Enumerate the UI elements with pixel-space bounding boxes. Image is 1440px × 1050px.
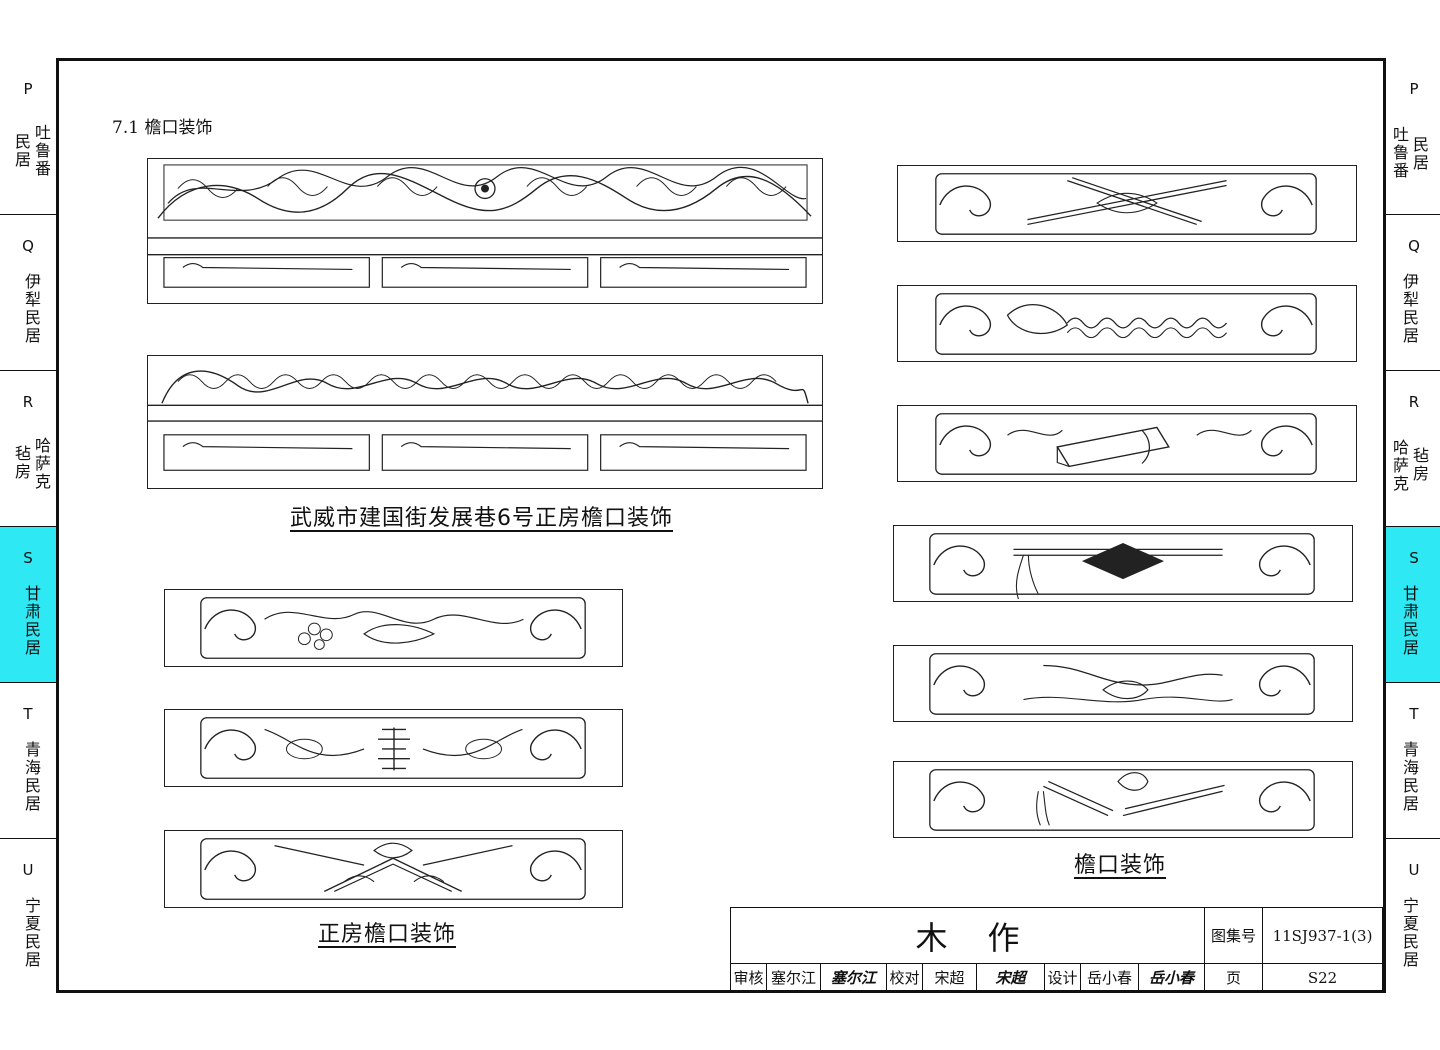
carved-board-5 [897,285,1357,362]
tab-q[interactable]: Q 伊犁民居 [0,214,56,370]
caption-main-house-eave: 正房檐口装饰 [318,922,457,947]
checker-name: 宋超 [923,964,977,992]
carved-board-8 [893,645,1353,722]
carved-frieze-drawing [148,164,822,288]
tab-label: 吐鲁番 [32,124,51,178]
drawing-title: 木作 [731,908,1205,964]
tab-label: 哈萨克 [32,437,51,491]
eave-elevation-2 [147,355,823,489]
tab-p[interactable]: P 民居 吐鲁番 [0,58,56,214]
tab-label: 毡房 [1410,447,1429,483]
carved-board-6 [897,405,1357,482]
check-label: 校对 [887,964,923,992]
tab-label: 宁夏民居 [1400,897,1419,969]
caption-eave-decoration: 檐口装饰 [1074,853,1167,878]
carved-frieze-drawing [148,370,822,471]
tab-code: T [23,705,33,723]
atlas-label: 图集号 [1205,908,1263,964]
carved-board-drawing [929,533,1315,600]
page-label: 页 [1205,964,1263,992]
tab-u[interactable]: U 宁夏民居 [0,838,56,994]
tab-q[interactable]: Q 伊犁民居 [1386,214,1440,370]
tab-s[interactable]: S 甘肃民居 [1386,526,1440,682]
carved-board-2 [164,709,623,787]
carved-board-3 [164,830,623,908]
tab-t[interactable]: T 青海民居 [1386,682,1440,838]
tab-label: 民居 [12,133,31,169]
carved-board-drawing [935,413,1317,475]
tab-p[interactable]: P 民居 吐鲁番 [1386,58,1440,214]
carved-board-drawing [200,838,586,900]
carved-board-1 [164,589,623,667]
carved-board-7 [893,525,1353,602]
tab-code: P [23,80,33,98]
tab-code: Q [22,237,34,255]
tab-code: R [22,393,34,411]
carved-board-drawing [935,293,1317,355]
tab-label: 伊犁民居 [22,273,41,345]
tab-label: 青海民居 [22,741,41,813]
tab-r[interactable]: R 毡房 哈萨克 [0,370,56,526]
page-number: S22 [1263,964,1383,992]
tab-label: 毡房 [12,445,31,481]
tab-label: 青海民居 [1400,741,1419,813]
checker-signature: 宋超 [977,964,1045,992]
carved-board-9 [893,761,1353,838]
carved-board-drawing [929,653,1315,715]
carved-board-drawing [200,597,586,659]
carved-board-4 [897,165,1357,242]
drawing-frame [56,58,1386,993]
design-label: 设计 [1045,964,1081,992]
tab-s[interactable]: S 甘肃民居 [0,526,56,682]
section-title: 7.1 檐口装饰 [112,118,213,138]
tab-label: 哈萨克 [1390,439,1409,493]
tab-code: Q [1408,237,1420,255]
review-label: 审核 [731,964,767,992]
tab-code: U [1408,861,1420,879]
carved-board-drawing [929,769,1315,831]
tab-code: S [1409,549,1419,567]
tab-code: U [22,861,34,879]
atlas-number: 11SJ937-1(3) [1263,908,1383,964]
tab-t[interactable]: T 青海民居 [0,682,56,838]
tab-label: 宁夏民居 [22,897,41,969]
tab-label: 甘肃民居 [1400,585,1419,657]
right-category-tabs: P 民居 吐鲁番 Q 伊犁民居 R 毡房 哈萨克 S 甘肃民居 T 青海民居 U… [1386,58,1440,993]
tab-code: R [1408,393,1420,411]
tab-u[interactable]: U 宁夏民居 [1386,838,1440,994]
tab-code: T [1409,705,1419,723]
carved-board-drawing [200,717,586,779]
designer-name: 岳小春 [1081,964,1139,992]
tab-r[interactable]: R 毡房 哈萨克 [1386,370,1440,526]
left-category-tabs: P 民居 吐鲁番 Q 伊犁民居 R 毡房 哈萨克 S 甘肃民居 T 青海民居 U… [0,58,56,993]
tab-label: 伊犁民居 [1400,273,1419,345]
caption-wuwei-eave: 武威市建国街发展巷6号正房檐口装饰 [290,506,673,531]
tab-label: 吐鲁番 [1390,126,1409,180]
designer-signature: 岳小春 [1139,964,1205,992]
reviewer-signature: 塞尔江 [821,964,887,992]
eave-elevation-1 [147,158,823,304]
tab-label: 甘肃民居 [22,585,41,657]
tab-label: 民居 [1410,136,1429,172]
reviewer-name: 塞尔江 [767,964,821,992]
carved-board-drawing [935,173,1317,235]
tab-code: P [1409,80,1419,98]
title-block: 木作 图集号 11SJ937-1(3) 审核 塞尔江 塞尔江 校对 宋超 宋超 … [730,907,1384,992]
tab-code: S [23,549,33,567]
